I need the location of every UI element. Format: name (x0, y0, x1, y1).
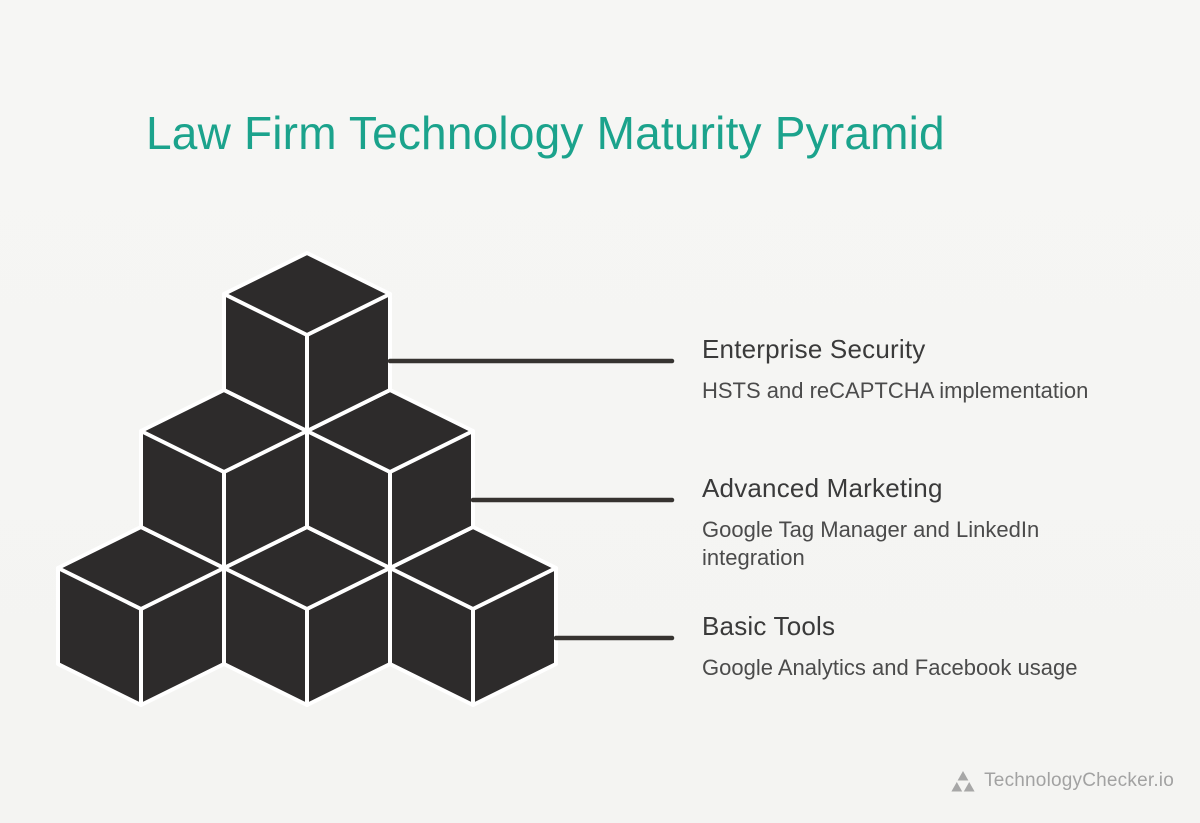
level-heading: Advanced Marketing (702, 473, 943, 503)
brand-footer: TechnologyChecker.io (951, 770, 1174, 792)
page-title: Law Firm Technology Maturity Pyramid (146, 107, 945, 159)
level-block-basic-tools: Basic Tools Google Analytics and Faceboo… (702, 611, 1172, 682)
level-description: Google Tag Manager and LinkedIn integrat… (702, 517, 1040, 570)
level-block-enterprise-security: Enterprise Security HSTS and reCAPTCHA i… (702, 334, 1172, 405)
level-description: Google Analytics and Facebook usage (702, 655, 1078, 680)
level-heading: Enterprise Security (702, 334, 926, 364)
triforce-triangle-icon (951, 770, 975, 791)
level-block-advanced-marketing: Advanced Marketing Google Tag Manager an… (702, 473, 1172, 572)
level-heading: Basic Tools (702, 611, 836, 641)
level-description: HSTS and reCAPTCHA implementation (702, 378, 1089, 403)
pyramid-cube-top (222, 251, 392, 433)
pyramid-cube-bottom-left (56, 525, 226, 707)
brand-name: TechnologyChecker.io (984, 770, 1174, 791)
